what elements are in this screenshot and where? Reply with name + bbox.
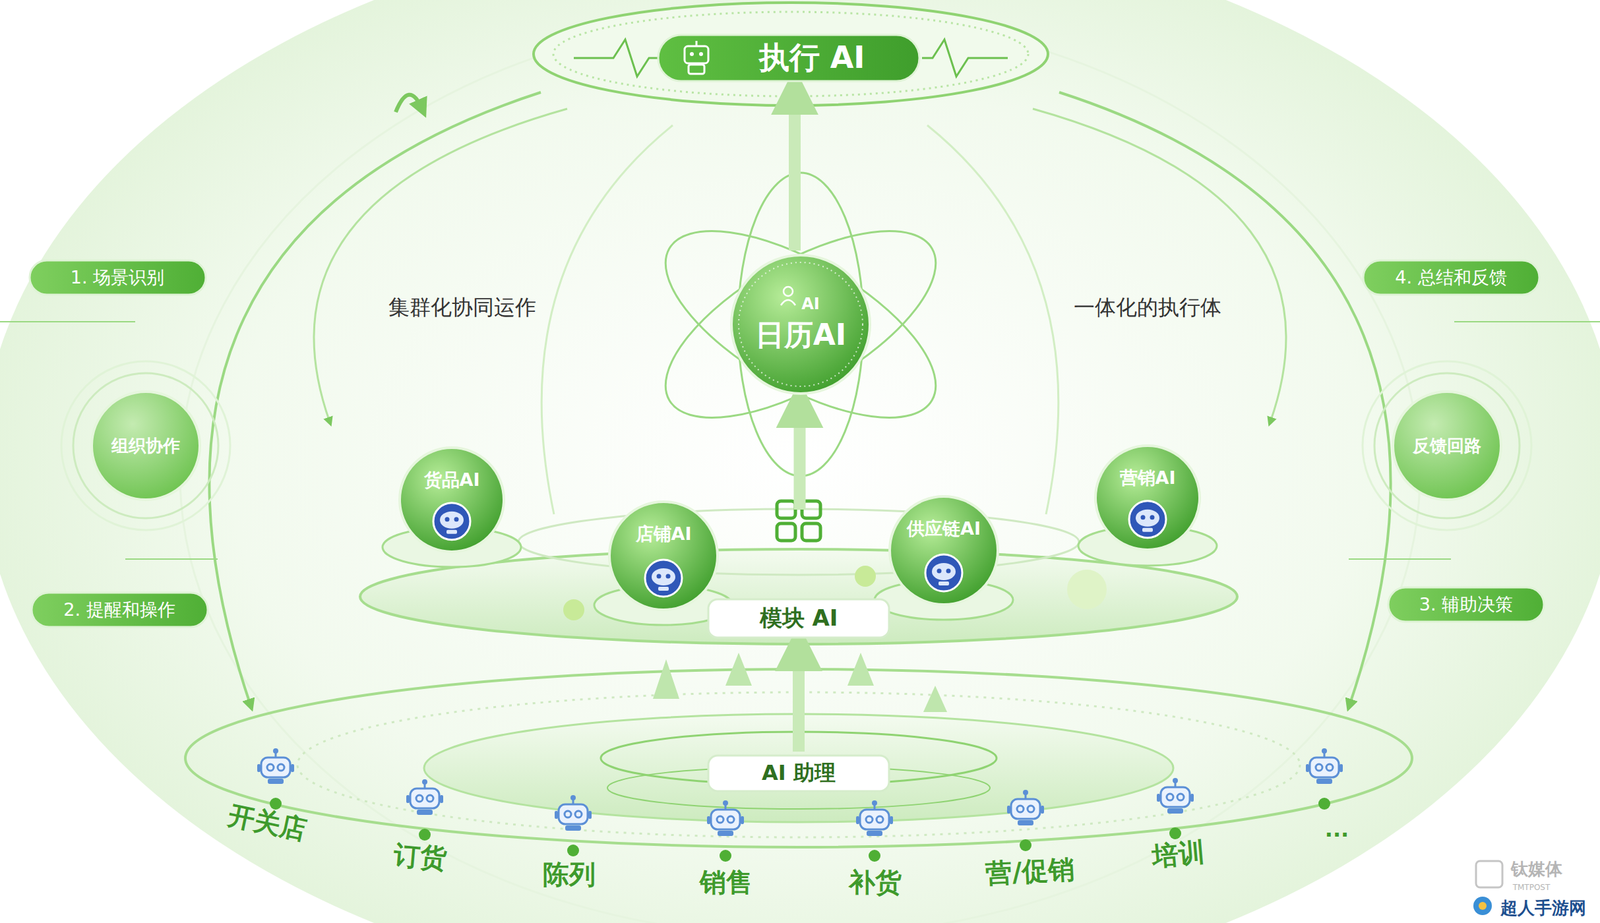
scenario-label: 营/促销	[984, 851, 1076, 893]
watermark: 钛媒体	[1510, 858, 1563, 882]
scenario-label: 补货	[848, 864, 902, 901]
node-text: 货品AI	[424, 468, 481, 493]
upward-arrow	[788, 86, 801, 251]
label-pill: 模块 AI	[707, 598, 891, 640]
node-text: 店铺AI	[635, 522, 692, 547]
watermark: 超人手游网	[1500, 896, 1587, 921]
scenario-label: 培训	[1150, 834, 1207, 876]
module-sphere: 供应链AI	[887, 494, 1000, 607]
label-pill: 2. 提醒和操作	[30, 591, 210, 629]
node-text: 日历AI	[755, 315, 847, 355]
node-outline	[1093, 443, 1202, 553]
node-text: AI 助理	[761, 759, 836, 789]
node-text: 1. 场景识别	[70, 265, 165, 290]
scenario-label: 销售	[699, 864, 753, 901]
loop-circle: 组织协作	[89, 389, 202, 502]
scenario-label: 陈列	[542, 856, 596, 893]
label-pill: 1. 场景识别	[28, 259, 208, 297]
person-icon	[780, 285, 799, 307]
node-text: 组织协作	[111, 434, 181, 458]
scenario-label: ...	[1324, 817, 1349, 843]
module-sphere: 货品AI	[397, 445, 506, 554]
label-pill: 3. 辅助决策	[1386, 586, 1546, 624]
watermark: TMTPOST	[1512, 883, 1551, 893]
loop-circle: 反馈回路	[1390, 389, 1504, 502]
node-text: 执行 AI	[759, 37, 866, 79]
scenario-label: 订货	[392, 836, 448, 878]
label-pill: AI 助理	[707, 754, 891, 793]
node-text: 模块 AI	[759, 603, 839, 634]
upward-arrow	[794, 399, 806, 510]
side-caption: 一体化的执行体	[1073, 293, 1222, 323]
module-sphere: 营销AI	[1093, 443, 1202, 553]
node-text: 营销AI	[1119, 466, 1176, 491]
label-pill: 4. 总结和反馈	[1361, 259, 1541, 297]
node-text: 2. 提醒和操作	[63, 598, 175, 622]
node-outline	[397, 445, 506, 554]
node-text: 3. 辅助决策	[1419, 592, 1513, 617]
side-caption: 集群化协同运作	[388, 293, 537, 323]
node-outline	[607, 499, 720, 613]
module-sphere: 店铺AI	[607, 499, 720, 613]
node-text: 4. 总结和反馈	[1394, 265, 1507, 290]
upward-arrow	[792, 643, 805, 752]
label-pill: 执行 AI	[656, 33, 921, 83]
module-sphere: AI日历AI	[729, 253, 872, 396]
node-text: 反馈回路	[1412, 434, 1482, 458]
node-text: 供应链AI	[906, 517, 981, 541]
node-outline	[887, 494, 1000, 607]
node-text: AI	[781, 294, 820, 314]
